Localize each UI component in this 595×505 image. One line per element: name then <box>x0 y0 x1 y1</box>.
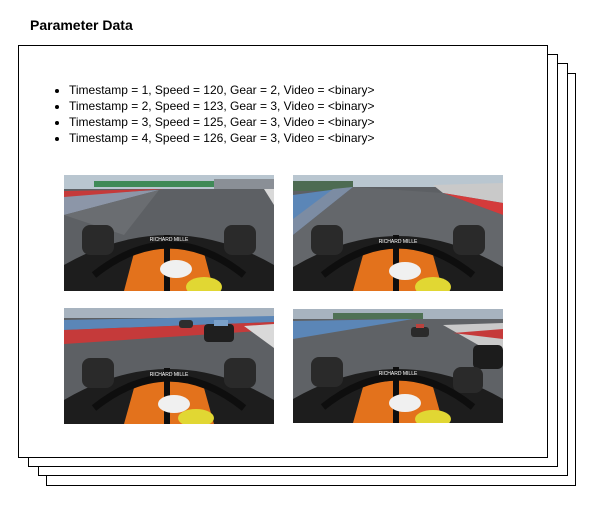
diagram-title: Parameter Data <box>30 17 133 33</box>
frame-1-logo: RICHARD MILLE <box>150 237 189 243</box>
parameter-record-4: Timestamp = 4, Speed = 126, Gear = 3, Vi… <box>69 130 375 146</box>
frame-4-logo: RICHARD MILLE <box>379 371 418 377</box>
parameter-record-1: Timestamp = 1, Speed = 120, Gear = 2, Vi… <box>69 82 375 98</box>
video-frame-3: RICHARD MILLE <box>64 308 274 424</box>
video-frame-4: RICHARD MILLE <box>293 309 503 423</box>
parameter-record-3: Timestamp = 3, Speed = 125, Gear = 3, Vi… <box>69 114 375 130</box>
frame-3-logo: RICHARD MILLE <box>150 372 189 378</box>
onboard-camera-image-1: RICHARD MILLE <box>64 175 274 291</box>
parameter-record-2: Timestamp = 2, Speed = 123, Gear = 3, Vi… <box>69 98 375 114</box>
parameter-data-sheet: Timestamp = 1, Speed = 120, Gear = 2, Vi… <box>18 45 548 458</box>
onboard-camera-image-3: RICHARD MILLE <box>64 308 274 424</box>
video-frame-2: RICHARD MILLE <box>293 175 503 291</box>
onboard-camera-image-2: RICHARD MILLE <box>293 175 503 291</box>
video-frame-1: RICHARD MILLE <box>64 175 274 291</box>
onboard-camera-image-4: RICHARD MILLE <box>293 309 503 423</box>
frame-2-logo: RICHARD MILLE <box>379 239 418 245</box>
parameter-record-list: Timestamp = 1, Speed = 120, Gear = 2, Vi… <box>53 82 375 146</box>
